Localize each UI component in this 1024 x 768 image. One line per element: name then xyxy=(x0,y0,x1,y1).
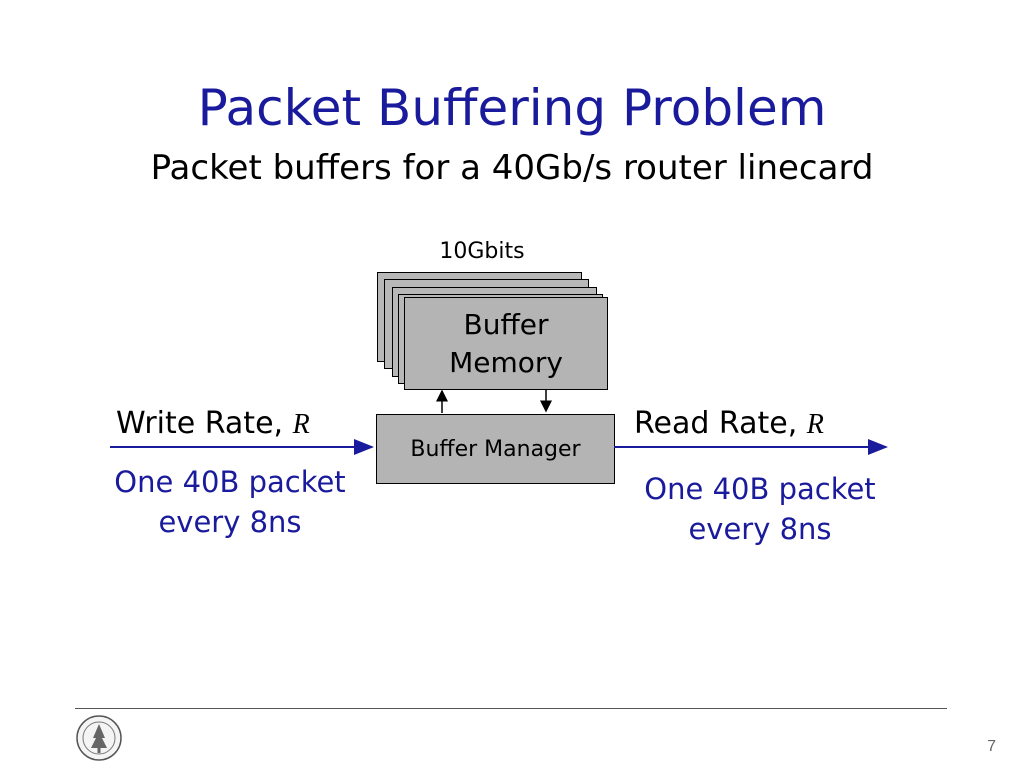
write-rate-symbol: R xyxy=(292,409,310,440)
input-rate-note: One 40B packet every 8ns xyxy=(96,462,364,542)
input-note-line-2: every 8ns xyxy=(158,505,302,539)
output-note-line-1: One 40B packet xyxy=(644,472,876,506)
read-rate-text: Read Rate, xyxy=(634,406,807,441)
buffer-manager-label: Buffer Manager xyxy=(410,436,581,462)
slide-subtitle: Packet buffers for a 40Gb/s router linec… xyxy=(150,148,874,188)
page-number: 7 xyxy=(987,738,996,755)
read-rate-label: Read Rate, R xyxy=(634,402,824,447)
output-rate-note: One 40B packet every 8ns xyxy=(624,469,896,549)
university-seal-icon xyxy=(76,715,122,761)
write-rate-text: Write Rate, xyxy=(116,406,293,441)
buffer-memory-label-line-1: Buffer xyxy=(463,307,549,341)
buffer-manager-box: Buffer Manager xyxy=(376,414,615,484)
buffer-memory-label-line-2: Memory xyxy=(449,345,563,379)
buffer-memory-box: Buffer Memory xyxy=(404,297,608,390)
memory-size-label: 10Gbits xyxy=(439,239,525,264)
output-note-line-2: every 8ns xyxy=(688,512,832,546)
footer-divider xyxy=(75,708,947,709)
write-rate-label: Write Rate, R xyxy=(116,402,310,447)
input-note-line-1: One 40B packet xyxy=(114,465,346,499)
read-rate-symbol: R xyxy=(806,409,824,440)
slide-title: Packet Buffering Problem xyxy=(197,79,827,137)
